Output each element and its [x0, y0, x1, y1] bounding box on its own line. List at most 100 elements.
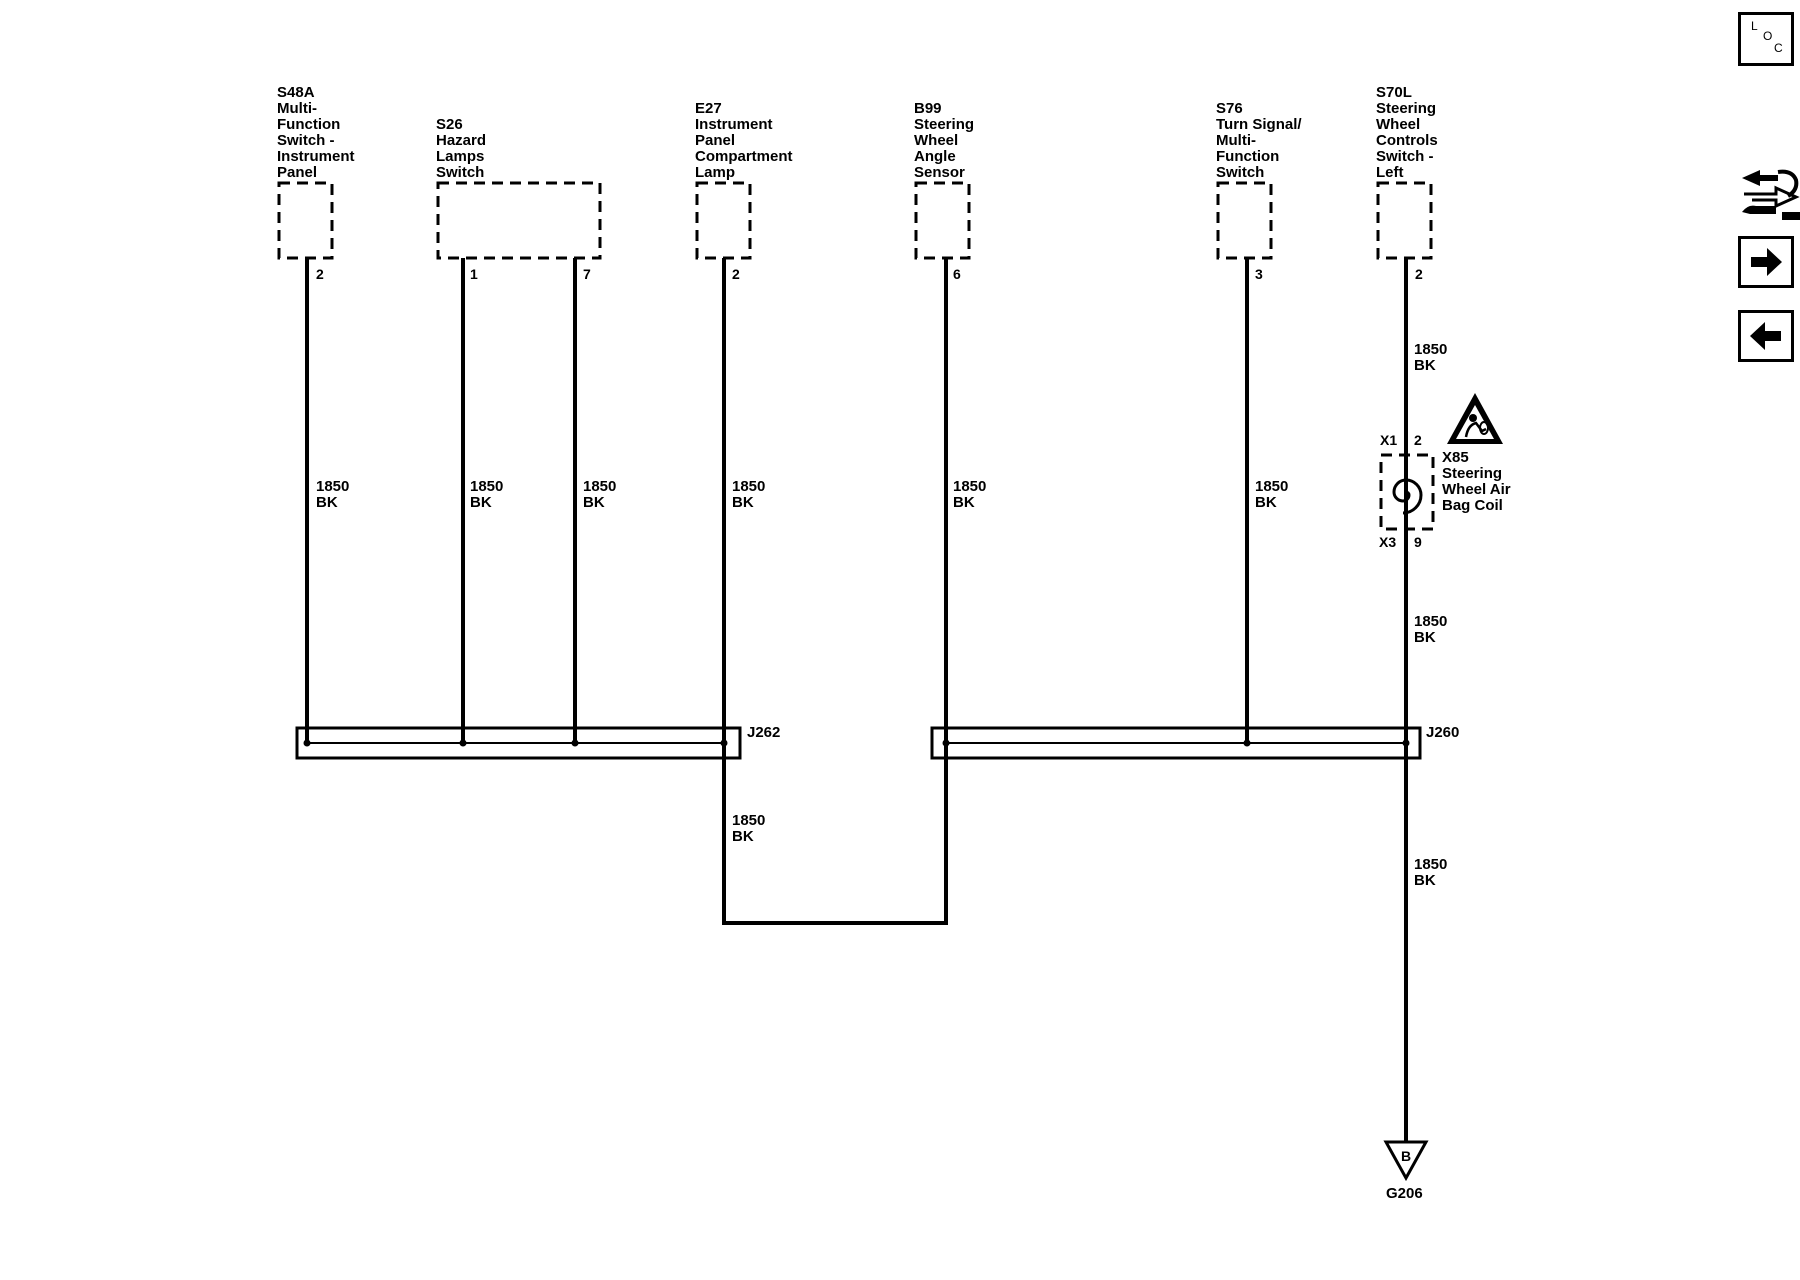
pin-x85-top: 2	[1414, 432, 1422, 448]
wire-color: BK	[1414, 629, 1436, 646]
wire-label-e27: 1850 BK	[732, 478, 765, 511]
label-s48a: S48A Multi- Function Switch - Instrument…	[277, 84, 355, 181]
wire-color: BK	[1414, 357, 1436, 374]
component-box-x85	[1379, 453, 1435, 531]
label-s76: S76 Turn Signal/ Multi- Function Switch	[1216, 100, 1302, 181]
wire-gauge: 1850	[1414, 856, 1447, 873]
location-icon: L O C	[1741, 15, 1791, 63]
label-s76-line: Turn Signal/	[1216, 116, 1302, 133]
label-s48a-line: Multi-	[277, 100, 317, 117]
wire-gauge: 1850	[1255, 478, 1288, 495]
label-x85-line: Steering	[1442, 465, 1502, 482]
wire-label-s26-a: 1850 BK	[470, 478, 503, 511]
label-s48a-line: Panel	[277, 164, 317, 181]
label-b99-line: Wheel	[914, 132, 958, 149]
wire-gauge: 1850	[583, 478, 616, 495]
location-letter: C	[1774, 41, 1783, 55]
label-s70l-line: Wheel	[1376, 116, 1420, 133]
component-box-s26	[436, 181, 602, 260]
wire-gauge: 1850	[732, 812, 765, 829]
label-s70l-line: Switch -	[1376, 148, 1434, 165]
pin-x85-bottom: 9	[1414, 534, 1422, 550]
wire-label-s48a: 1850 BK	[316, 478, 349, 511]
wire-color: BK	[583, 494, 605, 511]
next-page-button[interactable]	[1738, 236, 1794, 288]
label-s70l-line: Controls	[1376, 132, 1438, 149]
wire-gauge: 1850	[1414, 613, 1447, 630]
pin-x85-top-connector: X1	[1380, 432, 1397, 448]
label-s26-line: Switch	[436, 164, 484, 181]
splice-dot	[459, 739, 467, 747]
previous-page-button[interactable]	[1738, 310, 1794, 362]
pin-x85-bottom-connector: X3	[1379, 534, 1396, 550]
pin-s48a: 2	[316, 266, 324, 282]
label-s76-line: Function	[1216, 148, 1279, 165]
pin-s70l: 2	[1415, 266, 1423, 282]
label-s70l-line: Steering	[1376, 100, 1436, 117]
label-s48a-line: Instrument	[277, 148, 355, 165]
wire-label-ground: 1850 BK	[1414, 856, 1447, 889]
location-letter: O	[1763, 29, 1773, 43]
splice-dot	[720, 739, 728, 747]
splice-pack-j260: J260	[930, 724, 1459, 760]
label-e27-line: Instrument	[695, 116, 773, 133]
wire-gauge: 1850	[316, 478, 349, 495]
label-e27-line: Lamp	[695, 164, 735, 181]
wire-color: BK	[953, 494, 975, 511]
label-x85-line: Bag Coil	[1442, 497, 1503, 514]
wire-color: BK	[470, 494, 492, 511]
label-e27-line: Panel	[695, 132, 735, 149]
location-button[interactable]: L O C	[1738, 12, 1794, 66]
ground-label: G206	[1386, 1185, 1423, 1202]
label-s70l: S70L Steering Wheel Controls Switch - Le…	[1376, 84, 1438, 181]
label-s48a-line: Switch -	[277, 132, 335, 149]
splice-label-j260: J260	[1426, 724, 1459, 741]
component-x85: X1 2 X3 9 X85 Steering Wheel Air Bag Coi…	[1379, 432, 1511, 550]
splice-label-j262: J262	[747, 724, 780, 741]
pin-s26-a: 1	[470, 266, 478, 282]
wire-gauge: 1850	[1414, 341, 1447, 358]
airbag-warning-icon	[1447, 393, 1503, 444]
label-s26: S26 Hazard Lamps Switch	[436, 116, 486, 181]
wire-gauge: 1850	[470, 478, 503, 495]
label-s70l-line: S70L	[1376, 84, 1412, 101]
wire-e27-b99-bridge	[722, 258, 948, 925]
label-b99: B99 Steering Wheel Angle Sensor	[914, 100, 974, 181]
label-s48a-line: S48A	[277, 84, 315, 101]
label-e27-line: Compartment	[695, 148, 793, 165]
ground-g206: B G206	[1383, 1140, 1429, 1202]
label-s76-line: S76	[1216, 100, 1243, 117]
label-b99-line: Steering	[914, 116, 974, 133]
navigation-button[interactable]	[1738, 164, 1800, 224]
component-box-e27	[695, 181, 752, 260]
next-arrow-icon	[1751, 248, 1782, 276]
component-box-s76	[1216, 181, 1273, 260]
label-b99-line: Sensor	[914, 164, 965, 181]
splice-pack-j262: J262	[295, 724, 780, 760]
label-x85-line: Wheel Air	[1442, 481, 1511, 498]
label-s26-line: Hazard	[436, 132, 486, 149]
wire-label-s70l-top: 1850 BK	[1414, 341, 1447, 374]
wire-label-s70l-mid: 1850 BK	[1414, 613, 1447, 646]
wire-color: BK	[732, 494, 754, 511]
label-b99-line: B99	[914, 100, 942, 117]
label-s76-line: Switch	[1216, 164, 1264, 181]
ground-symbol-icon	[1383, 1140, 1429, 1182]
splice-dot	[571, 739, 579, 747]
clockspring-coil-icon	[1392, 478, 1423, 515]
wire-color: BK	[1414, 872, 1436, 889]
splice-box-j262	[295, 726, 742, 760]
label-e27-line: E27	[695, 100, 722, 117]
splice-dot	[1402, 739, 1410, 747]
navigation-icon	[1742, 169, 1800, 220]
wire-gauge: 1850	[953, 478, 986, 495]
label-e27: E27 Instrument Panel Compartment Lamp	[695, 100, 793, 181]
wire-color: BK	[316, 494, 338, 511]
splice-dot	[303, 739, 311, 747]
label-x85-line: X85	[1442, 449, 1469, 466]
label-s26-line: Lamps	[436, 148, 484, 165]
location-letter: L	[1751, 19, 1758, 33]
label-s76-line: Multi-	[1216, 132, 1256, 149]
splice-dot	[942, 739, 950, 747]
